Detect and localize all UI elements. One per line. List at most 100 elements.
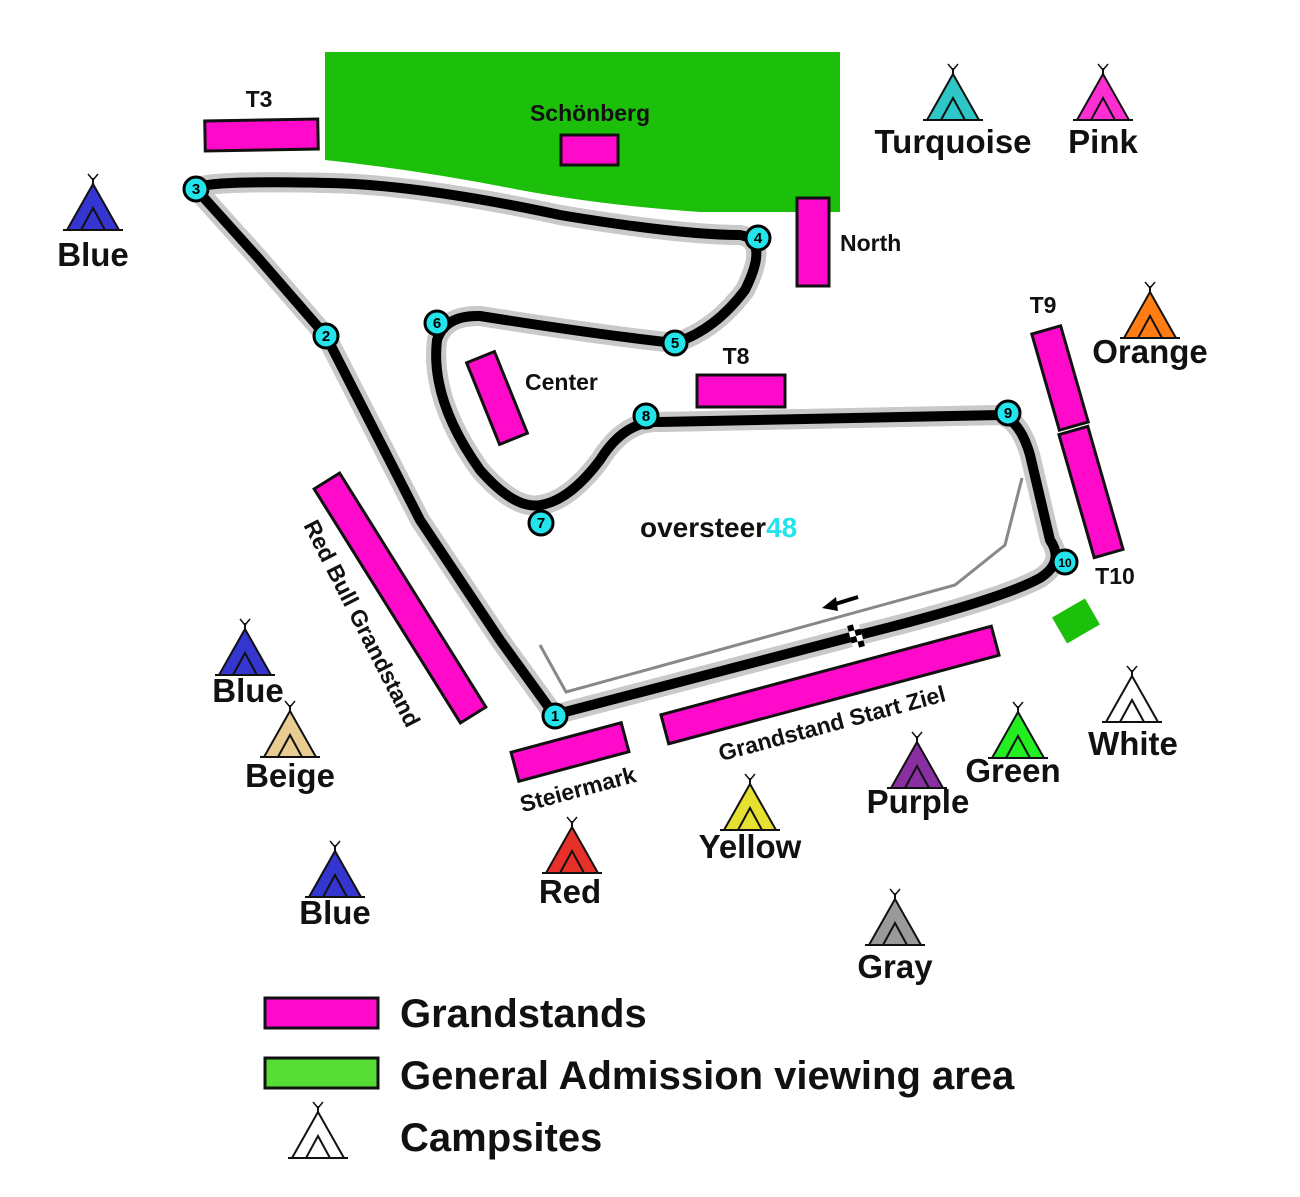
legend-campsites-label: Campsites — [400, 1116, 602, 1160]
campsite-yellow: Yellow — [699, 773, 802, 865]
legend-grandstands-label: Grandstands — [400, 992, 647, 1036]
campsite-label: Blue — [299, 894, 371, 931]
grandstand-center: Center — [464, 349, 598, 447]
campsite-green: Green — [965, 701, 1061, 789]
turn-number: 2 — [322, 328, 330, 345]
tent-icon — [864, 888, 926, 946]
pit-lane — [538, 477, 1024, 694]
turn-marker-circle — [527, 509, 555, 537]
turn-number: 10 — [1058, 556, 1072, 570]
turn-marker-10: 10 — [1051, 548, 1079, 576]
turn-marker-circle — [423, 309, 451, 337]
campsite-purple: Purple — [867, 731, 969, 820]
grandstand-label: T8 — [723, 343, 750, 369]
turn-marker-circle — [632, 402, 660, 430]
tent-icon — [541, 816, 603, 874]
start-finish-line-icon — [847, 622, 865, 650]
brand-logo: oversteer48 — [640, 512, 797, 543]
turn-number: 6 — [433, 315, 441, 332]
legend-general-admission-swatch — [263, 1056, 380, 1090]
turn-marker-circle — [541, 702, 569, 730]
campsite-beige: Beige — [245, 700, 335, 794]
tent-icon — [719, 773, 781, 831]
brand-number: 48 — [766, 512, 797, 543]
campsite-red: Red — [539, 816, 603, 910]
grandstand-t3: T3 — [203, 86, 320, 153]
grandstand-label: Center — [525, 369, 598, 395]
grandstand-north: North — [795, 196, 901, 288]
campsite-orange: Orange — [1092, 281, 1208, 370]
turn-marker-circle — [994, 399, 1022, 427]
grandstand-red-bull: Red Bull Grandstand — [299, 470, 488, 731]
legend: Grandstands General Admission viewing ar… — [263, 992, 1015, 1160]
campsite-label: White — [1088, 725, 1178, 762]
tent-icon — [62, 173, 124, 231]
turn-number: 5 — [671, 335, 679, 352]
campsite-pink: Pink — [1068, 63, 1138, 160]
race-track — [186, 182, 1056, 726]
grandstand-schonberg: Schönberg — [530, 100, 650, 167]
turn-marker-3: 3 — [182, 175, 210, 203]
tent-icon — [1119, 281, 1181, 339]
tent-icon — [259, 700, 321, 758]
turn-marker-9: 9 — [994, 399, 1022, 427]
campsite-gray: Gray — [857, 888, 933, 985]
turn-marker-1: 1 — [541, 702, 569, 730]
direction-arrow-icon — [822, 595, 859, 611]
campsite-label: Blue — [57, 236, 129, 273]
campsite-label: Gray — [857, 948, 933, 985]
grandstand-label: North — [840, 230, 901, 256]
turn-marker-circle — [1051, 548, 1079, 576]
turn-number: 8 — [642, 408, 650, 425]
campsite-white: White — [1088, 665, 1178, 762]
grandstand-label: Schönberg — [530, 100, 650, 126]
grandstand-steiermark: Steiermark — [509, 720, 639, 817]
campsite-label: Red — [539, 873, 601, 910]
grandstand-t9: T9 — [1030, 292, 1091, 433]
tent-icon — [922, 63, 984, 121]
tent-icon — [886, 731, 948, 789]
turn-number: 3 — [192, 181, 200, 198]
turn-marker-5: 5 — [661, 329, 689, 357]
turn-number: 7 — [537, 515, 545, 532]
campsite-blue: Blue — [212, 618, 284, 709]
tent-icon — [1072, 63, 1134, 121]
turn-marker-4: 4 — [744, 224, 772, 252]
legend-grandstand-swatch — [263, 996, 380, 1030]
turn-marker-circle — [312, 322, 340, 350]
campsite-blue: Blue — [299, 840, 371, 931]
turn-marker-circle — [182, 175, 210, 203]
campsite-label: Orange — [1092, 333, 1208, 370]
tent-icon — [987, 701, 1049, 759]
grandstand-label: T3 — [246, 86, 273, 112]
turn-marker-2: 2 — [312, 322, 340, 350]
campsite-label: Yellow — [699, 828, 802, 865]
brand-name: oversteer — [640, 512, 766, 543]
general-admission-area-north — [325, 52, 840, 212]
turn-number: 4 — [754, 230, 763, 247]
turn-marker-6: 6 — [423, 309, 451, 337]
tent-icon — [304, 840, 366, 898]
campsite-blue: Blue — [57, 173, 129, 273]
campsite-label: Green — [965, 752, 1060, 789]
legend-tent-icon — [287, 1101, 349, 1159]
campsite-label: Pink — [1068, 123, 1138, 160]
grandstand-label: T10 — [1095, 563, 1135, 589]
legend-general-admission-label: General Admission viewing area — [400, 1054, 1015, 1098]
campsite-label: Beige — [245, 757, 335, 794]
turn-number: 1 — [551, 708, 559, 725]
tent-icon — [214, 618, 276, 676]
grandstand-t10: T10 — [1057, 424, 1135, 589]
turn-number: 9 — [1004, 405, 1012, 422]
turn-markers: 1 2 3 4 5 6 7 8 9 10 — [182, 175, 1079, 730]
campsite-label: Blue — [212, 672, 284, 709]
grandstand-label: T9 — [1030, 292, 1057, 318]
campsite-label: Turquoise — [874, 123, 1031, 160]
general-admission-area-t10 — [1052, 598, 1100, 644]
turn-marker-circle — [661, 329, 689, 357]
grandstand-t8: T8 — [695, 343, 787, 409]
turn-marker-7: 7 — [527, 509, 555, 537]
turn-marker-8: 8 — [632, 402, 660, 430]
